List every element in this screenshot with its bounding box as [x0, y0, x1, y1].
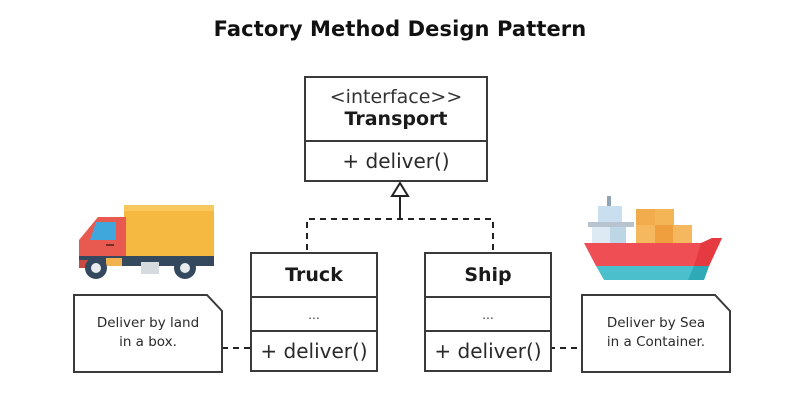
- realization-dashed-branch: [306, 218, 494, 250]
- truck-methods: + deliver(): [252, 332, 376, 370]
- class-truck[interactable]: Truck ... + deliver(): [250, 252, 378, 372]
- ship-method: + deliver(): [434, 339, 542, 363]
- truck-class-name: Truck: [285, 263, 343, 286]
- note-shape: [581, 294, 731, 373]
- class-ship[interactable]: Ship ... + deliver(): [424, 252, 552, 372]
- ship-class-name: Ship: [464, 263, 512, 286]
- interface-stereotype: <interface>>: [329, 86, 463, 108]
- diagram-title: Factory Method Design Pattern: [213, 17, 587, 41]
- truck-method: + deliver(): [260, 339, 368, 363]
- truck-attributes: ...: [252, 298, 376, 332]
- realization-arrowhead: [390, 181, 410, 197]
- interface-header: <interface>> Transport: [306, 78, 486, 142]
- note-ship-line1: Deliver by Sea: [606, 315, 706, 331]
- cargo-ship-icon: [584, 196, 722, 280]
- truck-attributes-ellipsis: ...: [308, 306, 320, 322]
- note-truck-line1: Deliver by land: [96, 315, 200, 331]
- ship-header: Ship: [426, 254, 550, 298]
- note-ship[interactable]: Deliver by Sea in a Container.: [581, 293, 731, 373]
- ship-methods: + deliver(): [426, 332, 550, 370]
- truck-header: Truck: [252, 254, 376, 298]
- note-truck-line2: in a box.: [119, 334, 177, 350]
- note-shape: [73, 294, 223, 373]
- note-ship-line2: in a Container.: [606, 334, 706, 350]
- interface-methods: + deliver(): [306, 142, 486, 180]
- interface-transport[interactable]: <interface>> Transport + deliver(): [304, 76, 488, 182]
- ship-attributes: ...: [426, 298, 550, 332]
- ship-attributes-ellipsis: ...: [482, 306, 494, 322]
- interface-method: + deliver(): [342, 149, 450, 173]
- truck-icon: [79, 205, 214, 279]
- note-truck[interactable]: Deliver by land in a box.: [73, 293, 223, 373]
- interface-name: Transport: [344, 108, 448, 130]
